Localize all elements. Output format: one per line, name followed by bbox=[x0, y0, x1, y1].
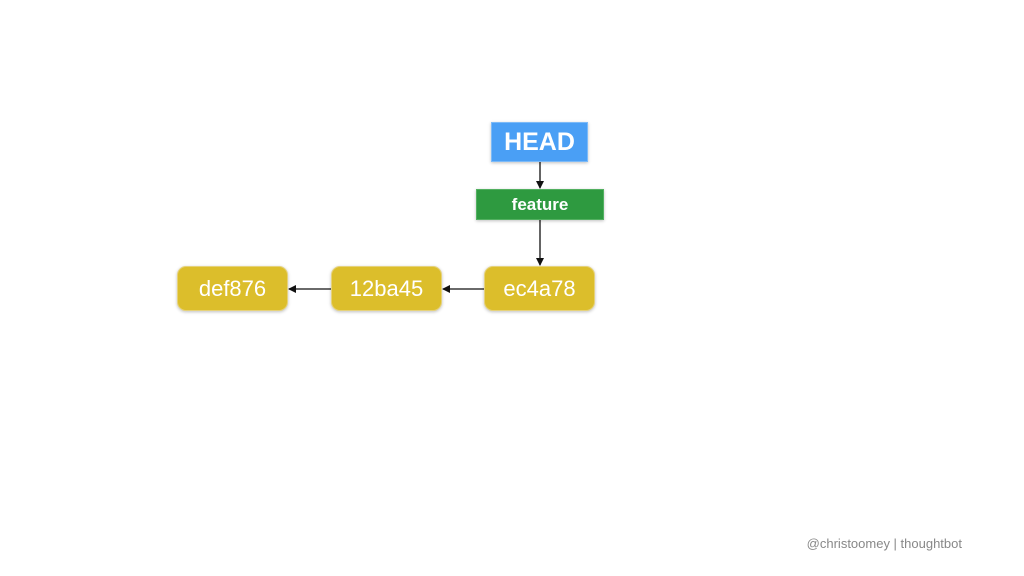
commit-node: ec4a78 bbox=[484, 266, 595, 311]
commit-node: def876 bbox=[177, 266, 288, 311]
head-pointer: HEAD bbox=[491, 122, 588, 162]
commit-node: 12ba45 bbox=[331, 266, 442, 311]
branch-feature: feature bbox=[476, 189, 604, 220]
author-credit: @christoomey | thoughtbot bbox=[806, 536, 962, 551]
